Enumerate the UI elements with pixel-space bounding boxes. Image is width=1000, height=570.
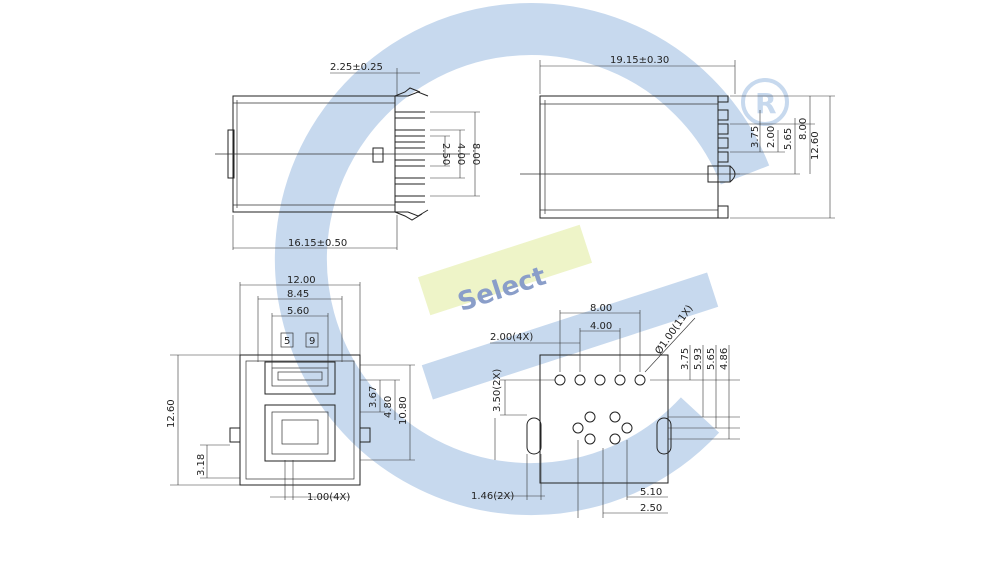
side-dim-pin-b: 4.00 — [455, 143, 466, 165]
pcb-dim-375: 3.75 — [680, 348, 691, 370]
watermark-band-blue — [421, 272, 719, 400]
pcb-hole — [584, 433, 596, 445]
front-dim-12: 12.00 — [287, 275, 316, 286]
top-dim-a: 3.75 — [750, 126, 761, 148]
watermark: Select R — [274, 3, 789, 516]
pcb-dim-510: 5.10 — [640, 487, 662, 498]
pcb-hole — [614, 374, 626, 386]
pcb-hole — [584, 411, 596, 423]
pin-label-box-right — [305, 332, 319, 348]
front-dim-845: 8.45 — [287, 289, 309, 300]
pcb-hole — [621, 422, 633, 434]
pcb-hole — [554, 374, 566, 386]
pin-label-right: 9 — [309, 336, 315, 347]
watermark-band-yellow — [417, 224, 593, 316]
top-dim-b: 2.00 — [766, 126, 777, 148]
pcb-hole — [634, 374, 646, 386]
top-dim-e: 12.60 — [810, 131, 821, 160]
pcb-dim-486: 4.86 — [719, 348, 730, 370]
top-view: 19.15±0.30 12.60 8.00 5.65 2.00 3.75 — [520, 55, 835, 219]
front-dim-1260: 12.60 — [166, 399, 177, 428]
pcb-hole — [574, 374, 586, 386]
pcb-dim-400: 4.00 — [590, 321, 612, 332]
pcb-hole — [609, 411, 621, 423]
pin-label-box-left — [280, 332, 294, 348]
top-dim-d: 8.00 — [798, 118, 809, 140]
front-dim-560: 5.60 — [287, 306, 309, 317]
front-dim-pitch: 1.00(4X) — [307, 492, 350, 503]
pcb-dim-593: 5.93 — [693, 348, 704, 370]
side-latch — [372, 147, 384, 163]
pcb-dim-800: 8.00 — [590, 303, 612, 314]
side-dim-bottom: 16.15±0.50 — [288, 238, 347, 249]
side-dim-pin-a: 2.50 — [440, 143, 451, 165]
side-view: 2.25±0.25 16.15±0.50 2.50 4.00 8.00 — [215, 62, 481, 250]
pcb-slot-right — [656, 417, 672, 455]
pcb-hole — [594, 374, 606, 386]
side-dim-pin-c: 8.00 — [470, 143, 481, 165]
top-dim-top: 19.15±0.30 — [610, 55, 669, 66]
side-dim-top: 2.25±0.25 — [330, 62, 383, 73]
pcb-slot-left — [526, 417, 542, 455]
pcb-hole — [572, 422, 584, 434]
front-dim-367: 3.67 — [368, 386, 379, 408]
front-view: 5 9 12.00 8.45 5.60 12.60 3.18 10.80 4.8… — [166, 275, 415, 503]
front-dim-1080: 10.80 — [398, 396, 409, 425]
pcb-dim-146: 1.46(2X) — [471, 491, 514, 502]
pcb-dim-565: 5.65 — [706, 348, 717, 370]
pcb-dim-250: 2.50 — [640, 503, 662, 514]
front-dim-480: 4.80 — [383, 396, 394, 418]
pcb-dim-350: 3.50(2X) — [492, 369, 503, 412]
front-shell — [239, 354, 361, 486]
registered-mark-letter: R — [755, 87, 777, 120]
watermark-ring — [274, 3, 770, 516]
pcb-dim-pitch: 2.00(4X) — [490, 332, 533, 343]
top-dim-c: 5.65 — [783, 128, 794, 150]
pcb-hole — [609, 433, 621, 445]
front-dim-318: 3.18 — [196, 454, 207, 476]
pin-label-left: 5 — [284, 336, 290, 347]
top-peg — [707, 165, 731, 183]
